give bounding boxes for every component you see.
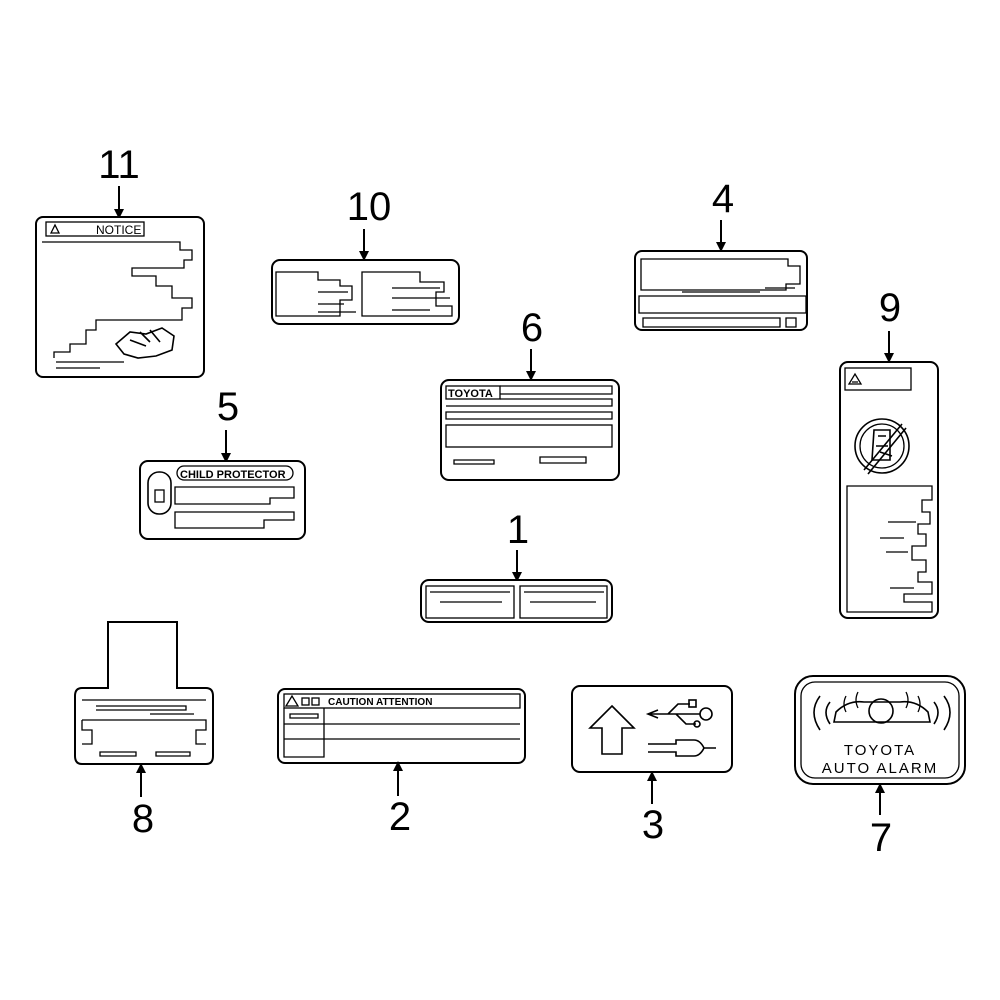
callout-8: 8 — [132, 797, 154, 841]
label-6-rows — [445, 385, 613, 420]
label-6-main-box — [445, 424, 613, 448]
part-11-notice-label[interactable]: 11 NOTICE — [35, 143, 205, 378]
part-2-caution-label[interactable]: CAUTION ATTENTION 2 — [277, 688, 526, 839]
callout-3: 3 — [642, 803, 664, 847]
label-6-body — [440, 379, 620, 481]
label-4-mid-block — [638, 295, 807, 314]
callout-9: 9 — [879, 286, 901, 330]
plug-icon — [648, 739, 716, 757]
notice-header-box — [45, 221, 145, 237]
part-7-auto-alarm-label[interactable]: TOYOTA AUTO ALARM 7 — [794, 675, 966, 860]
warning-triangle-icon — [284, 694, 300, 707]
label-4-bottom-block — [642, 317, 797, 328]
label-10-left-block — [275, 271, 353, 317]
lock-slot-icon — [147, 471, 172, 515]
label-8-body — [74, 621, 214, 765]
car-alarm-icon — [813, 691, 951, 731]
label-4-divider — [682, 287, 795, 293]
notice-footer-lines — [56, 361, 124, 369]
label-1-right-box — [519, 585, 608, 619]
part-8-label[interactable]: 8 — [74, 621, 214, 841]
label-11-body — [35, 216, 205, 378]
warning-triangle-icon — [847, 372, 863, 385]
label-10-body — [271, 259, 460, 325]
caution-header — [283, 693, 521, 709]
caution-text: CAUTION ATTENTION — [328, 697, 432, 708]
caution-square-1 — [301, 697, 310, 706]
part-3-usb-label[interactable]: 3 — [571, 685, 733, 847]
part-9-label[interactable]: 9 — [839, 286, 939, 619]
no-child-icon — [854, 418, 910, 475]
caution-square-2 — [311, 697, 320, 706]
child-protector-text: CHILD PROTECTOR — [180, 469, 286, 481]
callout-1: 1 — [507, 508, 529, 552]
callout-4: 4 — [712, 177, 734, 221]
label-9-body — [839, 361, 939, 619]
up-arrow-icon — [588, 704, 636, 755]
callout-7: 7 — [870, 816, 892, 860]
usb-icon — [645, 699, 713, 728]
label-10-right-block — [361, 271, 453, 317]
label-6-footer-bars — [453, 456, 587, 465]
label-1-left-box — [425, 585, 515, 619]
callout-5: 5 — [217, 385, 239, 429]
label-9-text-block — [846, 485, 933, 613]
notice-text-block — [42, 241, 193, 358]
callout-2: 2 — [389, 795, 411, 839]
warning-triangle-icon — [49, 223, 61, 234]
label-10-left-lines — [318, 291, 356, 313]
part-5-child-protector-label[interactable]: 5 CHILD PROTECTOR — [139, 385, 306, 540]
label-5-row-2 — [174, 511, 295, 529]
label-8-footer-bars — [99, 751, 191, 757]
label-4-top-block — [640, 258, 801, 291]
alarm-text-line-1: TOYOTA — [844, 742, 916, 759]
hand-icon — [114, 327, 175, 359]
label-3-body — [571, 685, 733, 773]
label-5-row-1 — [174, 486, 295, 505]
child-protector-banner — [176, 465, 294, 481]
notice-text: NOTICE — [96, 223, 141, 237]
callout-6: 6 — [521, 306, 543, 350]
alarm-text-line-2: AUTO ALARM — [822, 760, 938, 777]
part-10-label[interactable]: 10 — [271, 185, 460, 325]
caution-table — [283, 708, 520, 758]
callout-10: 10 — [347, 185, 392, 229]
label-7-inner — [800, 681, 960, 779]
label-8-text-block — [81, 699, 207, 745]
part-1-label[interactable]: 1 — [420, 508, 613, 623]
lock-slot-inner — [154, 489, 165, 503]
toyota-text: TOYOTA — [448, 388, 493, 400]
label-1-body — [420, 579, 613, 623]
part-4-label[interactable]: 4 — [634, 177, 808, 331]
toyota-badge — [445, 385, 501, 400]
label-1-lines — [430, 591, 604, 603]
callout-11: 11 — [98, 143, 140, 187]
label-10-right-lines — [392, 287, 450, 311]
part-6-toyota-label[interactable]: 6 TOYOTA — [440, 306, 620, 481]
label-9-header — [844, 367, 912, 391]
label-9-lines — [880, 521, 916, 589]
